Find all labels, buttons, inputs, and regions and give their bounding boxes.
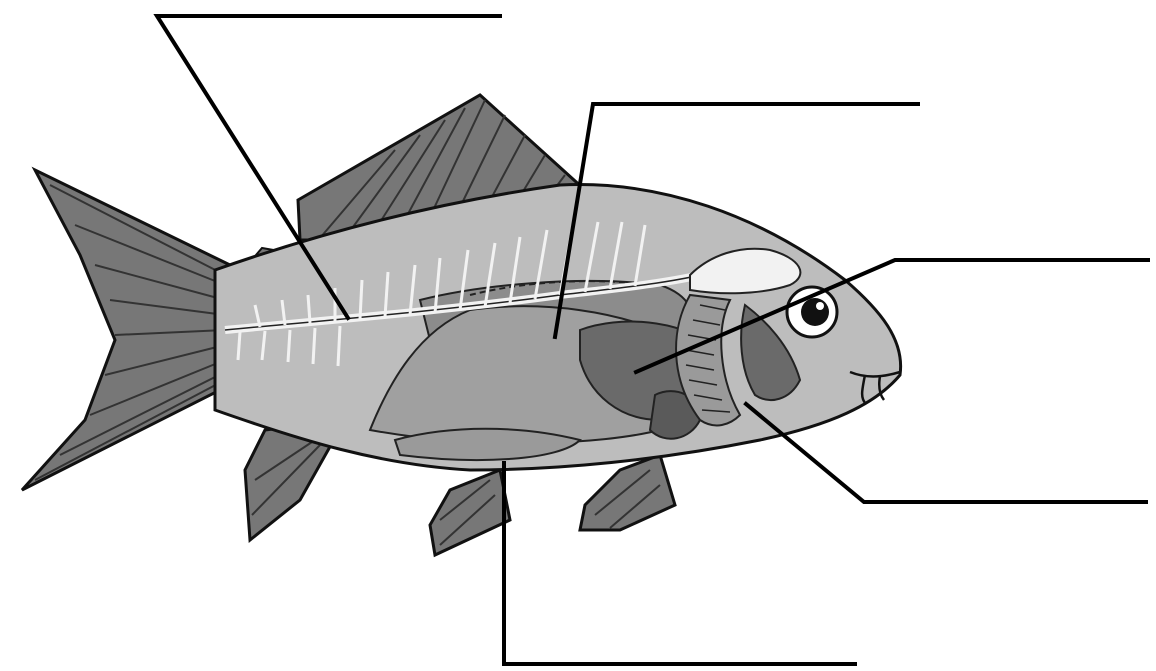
caudal-fin [22,170,230,490]
pectoral-fin [580,455,675,530]
leader-line-bottom [504,463,855,664]
eye-highlight [816,302,824,310]
pupil [801,298,829,326]
